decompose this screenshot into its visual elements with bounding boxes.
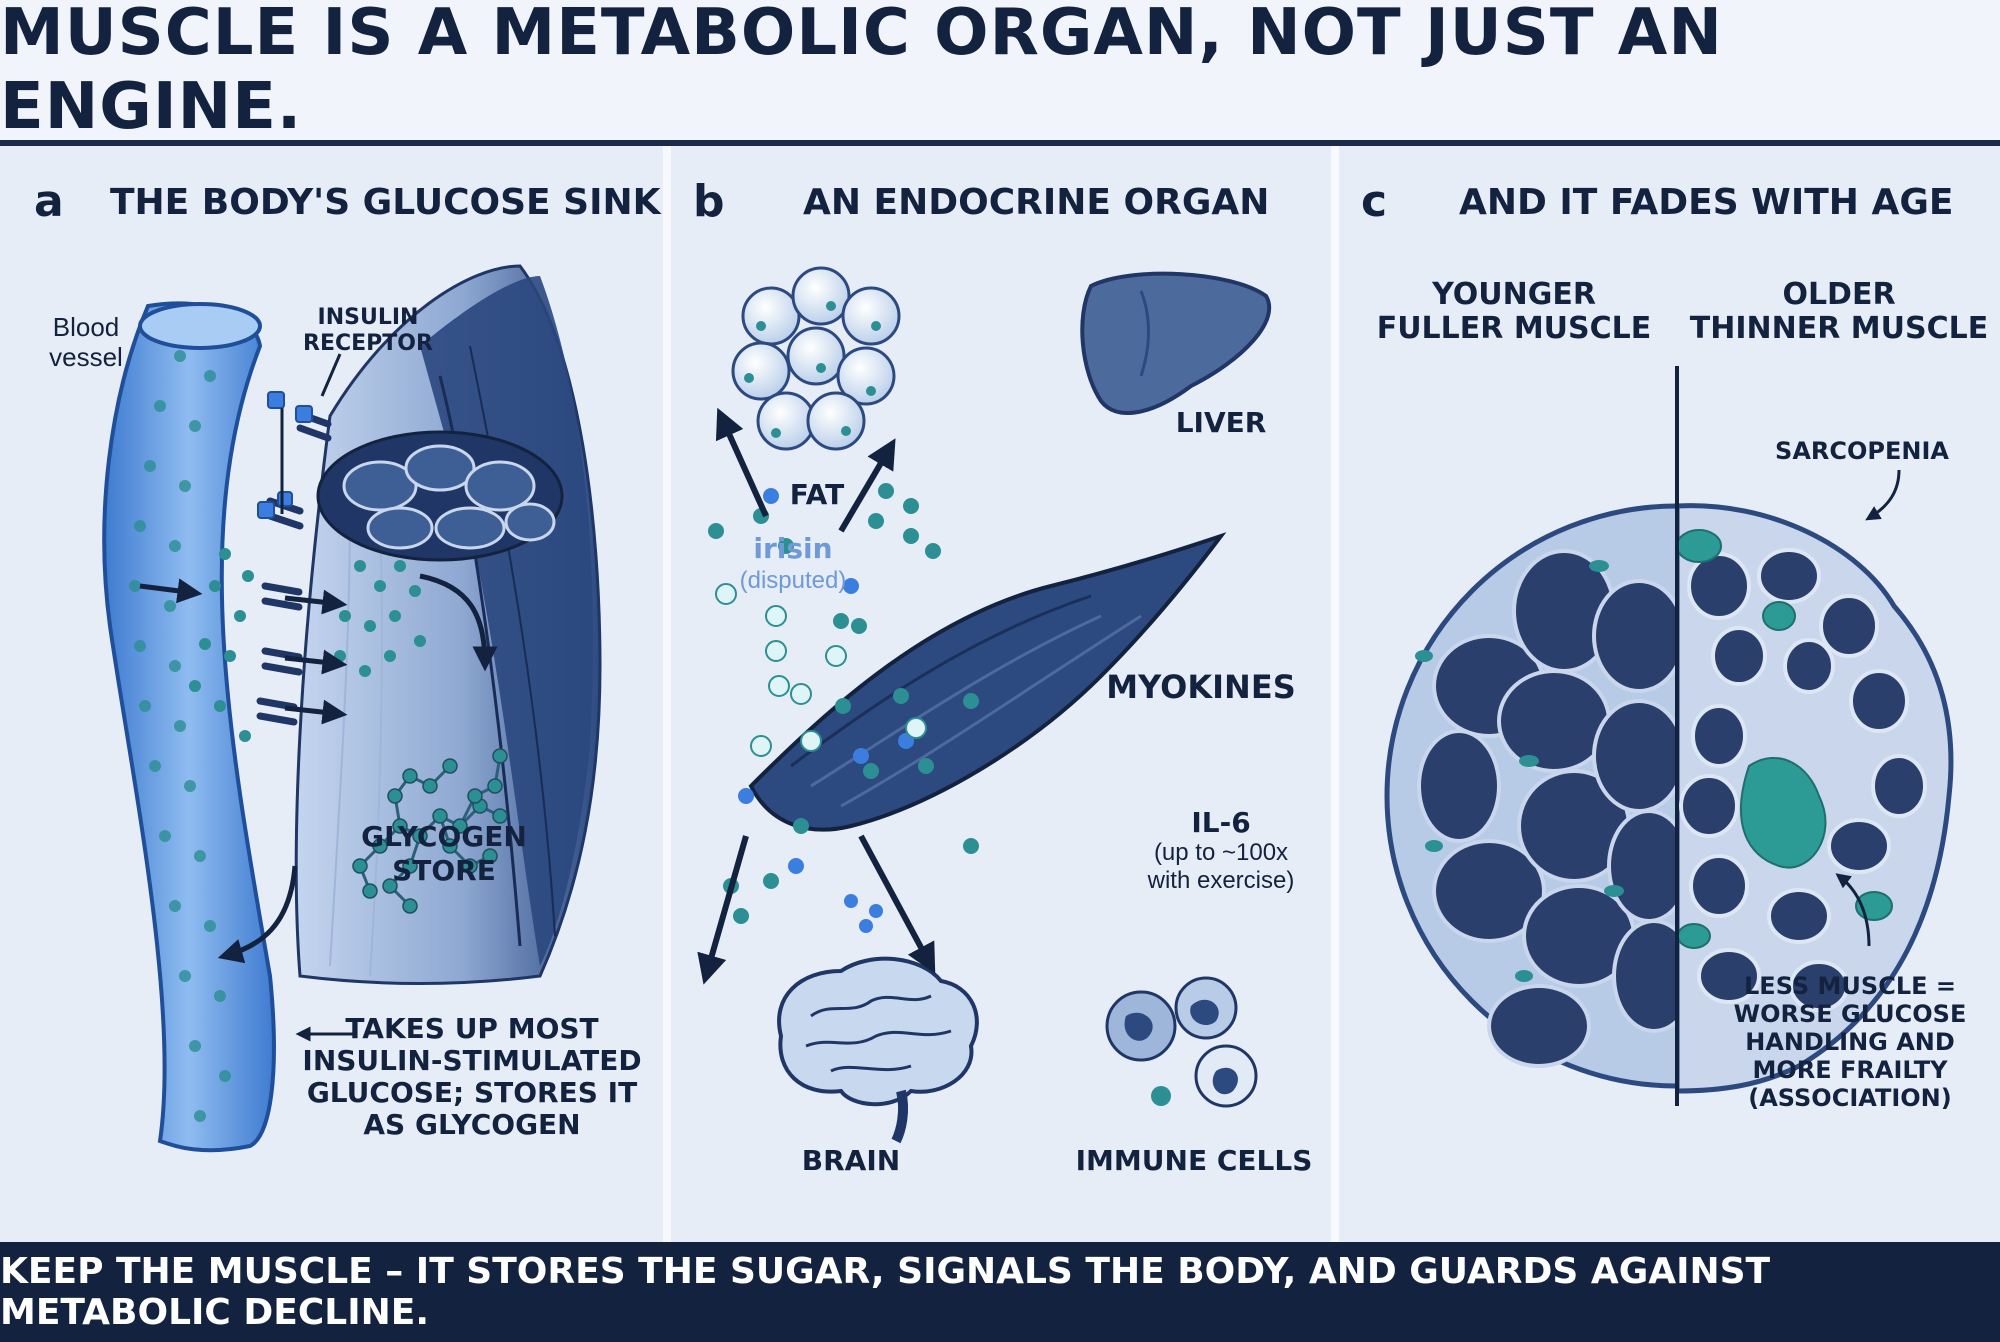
divider-a-b — [663, 146, 671, 1242]
insulin-receptor-label-line2: RECEPTOR — [303, 331, 433, 356]
immune-cells-label: IMMUNE CELLS — [1076, 1144, 1313, 1177]
irisin-label: irisin — [753, 532, 832, 565]
older-muscle-cross-section — [1677, 503, 1954, 1094]
muscle-cross-section — [316, 430, 564, 562]
less-muscle-label-line4: MORE FRAILTY — [1753, 1056, 1949, 1084]
il6-label: IL-6 — [1191, 806, 1250, 839]
younger-label-line2: FULLER MUSCLE — [1377, 311, 1652, 346]
footer-bar: KEEP THE MUSCLE – IT STORES THE SUGAR, S… — [0, 1242, 2000, 1342]
less-muscle-label-line5: (ASSOCIATION) — [1748, 1084, 1951, 1112]
less-muscle-label-line3: HANDLING AND — [1745, 1028, 1955, 1056]
older-label-line1: OLDER — [1782, 277, 1895, 312]
title-bar: MUSCLE IS A METABOLIC ORGAN, NOT JUST AN… — [0, 0, 2000, 146]
insulin-receptors — [256, 410, 332, 726]
blood-vessel-label-line2: vessel — [49, 342, 123, 372]
insulin-receptor-label-line1: INSULIN — [318, 305, 419, 330]
receptor-label-line — [320, 353, 342, 397]
panel-fades-with-age: c AND IT FADES WITH AGE — [1339, 146, 2000, 1242]
panel-a-letter: a — [34, 176, 64, 227]
myokine-particles — [708, 483, 979, 933]
myokines-label: MYOKINES — [1106, 668, 1295, 706]
immune-cells-icon — [1105, 976, 1258, 1108]
il6-note-line2: with exercise) — [1147, 867, 1295, 894]
irisin-note: (disputed) — [740, 567, 847, 594]
panel-a-header: a THE BODY'S GLUCOSE SINK — [0, 166, 663, 236]
panel-glucose-sink: a THE BODY'S GLUCOSE SINK — [0, 146, 663, 1242]
takes-up-label-line1: TAKES UP MOST — [345, 1012, 598, 1045]
panel-b-illustration: FAT LIVER irisin (disputed) MYOKINES IL-… — [697, 266, 1313, 1177]
liver-label: LIVER — [1176, 406, 1267, 439]
divider-b-c — [1331, 146, 1339, 1242]
panel-c-title: AND IT FADES WITH AGE — [1459, 182, 1954, 223]
takes-up-label-line2: INSULIN-STIMULATED — [302, 1044, 641, 1077]
il6-note-line1: (up to ~100x — [1154, 839, 1288, 866]
glycogen-network — [352, 748, 508, 914]
panel-b-letter: b — [693, 176, 725, 227]
panel-a-illustration: Blood vessel INSULIN RECEPTOR GLYCOGEN S… — [49, 264, 642, 1153]
panel-b-title: AN ENDOCRINE ORGAN — [803, 182, 1270, 223]
blood-vessel-label-line1: Blood — [53, 312, 120, 342]
sarcopenia-pointer — [1865, 469, 1901, 521]
footer-text: KEEP THE MUSCLE – IT STORES THE SUGAR, S… — [0, 1251, 1771, 1333]
blood-vessel — [102, 301, 276, 1153]
signal-arrows — [697, 407, 936, 985]
panel-a-title: THE BODY'S GLUCOSE SINK — [110, 182, 661, 223]
insulin-molecules — [257, 391, 313, 519]
panel-c-illustration: YOUNGER FULLER MUSCLE OLDER THINNER MUSC… — [1377, 277, 1989, 1112]
fat-label: FAT — [790, 478, 845, 511]
brain-label: BRAIN — [802, 1144, 900, 1177]
less-muscle-pointer — [1835, 873, 1871, 947]
less-muscle-label-line2: WORSE GLUCOSE — [1734, 1000, 1967, 1028]
uptake-arrows — [139, 573, 498, 964]
younger-label-line1: YOUNGER — [1431, 277, 1596, 312]
main-title: MUSCLE IS A METABOLIC ORGAN, NOT JUST AN… — [0, 0, 1723, 144]
brain-icon — [777, 956, 979, 1144]
panel-b-header: b AN ENDOCRINE ORGAN — [671, 166, 1331, 236]
panel-endocrine-organ: b AN ENDOCRINE ORGAN — [671, 146, 1331, 1242]
glycogen-label-line2: STORE — [392, 854, 496, 887]
less-muscle-label-line1: LESS MUSCLE = — [1744, 972, 1956, 1000]
panel-c-letter: c — [1361, 176, 1388, 227]
sarcopenia-label: SARCOPENIA — [1775, 437, 1949, 465]
takes-up-label-line4: AS GLYCOGEN — [363, 1108, 580, 1141]
younger-muscle-cross-section — [1384, 503, 1677, 1089]
liver-icon — [1080, 271, 1272, 415]
older-label-line2: THINNER MUSCLE — [1690, 311, 1988, 346]
glycogen-label-line1: GLYCOGEN — [361, 820, 527, 853]
takes-up-label-line3: GLUCOSE; STORES IT — [307, 1076, 637, 1109]
fat-cells-icon — [731, 266, 901, 451]
panel-c-header: c AND IT FADES WITH AGE — [1339, 166, 2000, 236]
